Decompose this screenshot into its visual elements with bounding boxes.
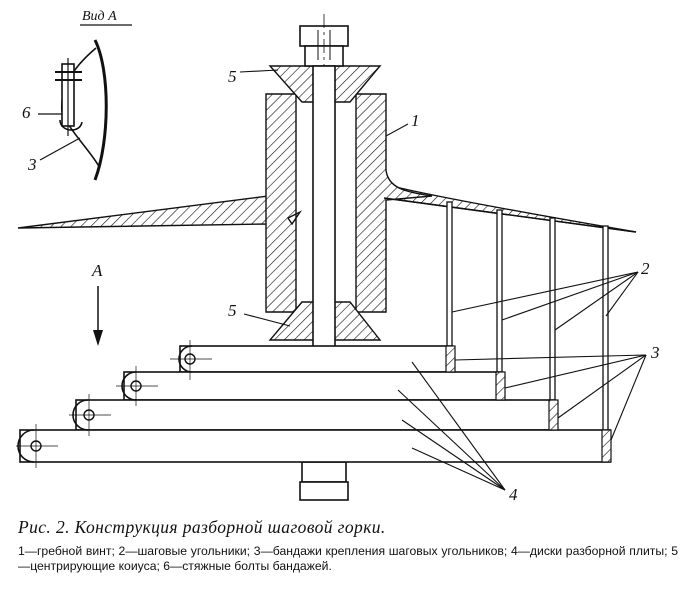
propeller-hub-right — [355, 93, 433, 313]
figure-caption: Рис. 2. Конструкция разборной шаговой го… — [18, 517, 678, 574]
propeller — [17, 93, 637, 313]
callouts: 5 1 5 2 3 4 — [228, 67, 660, 504]
bandage-strap-view — [93, 39, 108, 181]
bandages — [445, 345, 612, 463]
caption-legend: 1—гребной винт; 2—шаговые угольники; 3—б… — [18, 544, 678, 573]
assembly-drawing: Вид А 6 3 — [16, 9, 660, 504]
disc-2 — [123, 371, 503, 401]
view-arrow-a: А — [91, 261, 103, 346]
callout-6: 6 — [22, 103, 31, 122]
callout-5-bottom: 5 — [228, 301, 237, 320]
callout-1: 1 — [411, 111, 420, 130]
view-a-inset: Вид А 6 3 — [22, 9, 132, 181]
view-a-label: Вид А — [82, 9, 117, 24]
caption-title: Рис. 2. Конструкция разборной шаговой го… — [18, 517, 386, 537]
disc-1 — [179, 345, 453, 373]
propeller-blade-right — [383, 183, 637, 233]
propeller-hub-left — [265, 93, 297, 313]
callout-5-top: 5 — [228, 67, 237, 86]
disc-3 — [75, 399, 556, 431]
callout-3: 3 — [650, 343, 660, 362]
propeller-blade-left — [17, 195, 269, 229]
plate-discs — [16, 340, 611, 468]
arrow-label-a: А — [91, 261, 103, 280]
callout-2: 2 — [641, 259, 650, 278]
disc-4 — [19, 429, 611, 463]
callout-4: 4 — [509, 485, 518, 504]
callout-3-view: 3 — [27, 155, 37, 174]
